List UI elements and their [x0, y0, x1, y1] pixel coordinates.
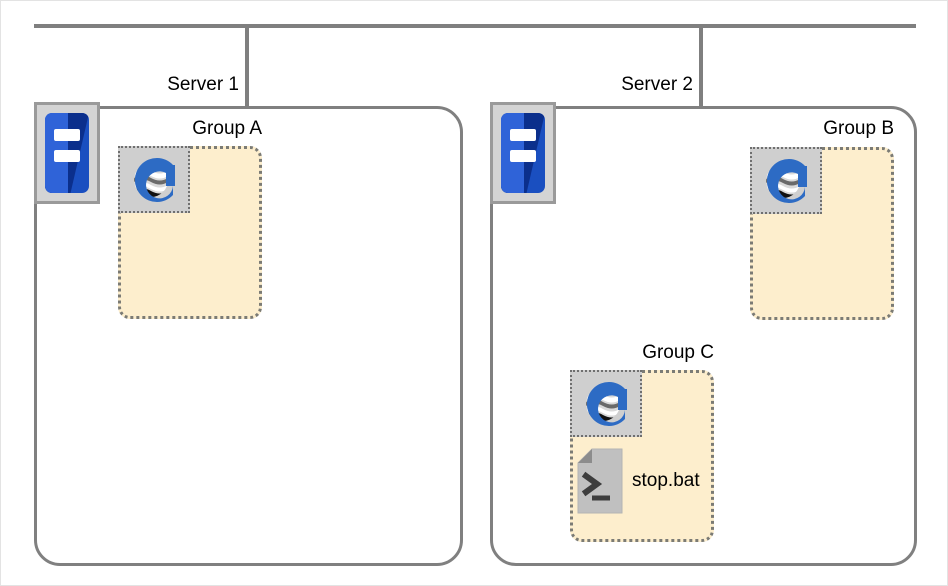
list-item[interactable]: stop.bat: [577, 448, 700, 514]
group-b-label: Group B: [823, 118, 894, 139]
server-2-label: Server 2: [621, 74, 693, 95]
server-icon-body: [45, 113, 89, 193]
batch-file-icon: [577, 448, 623, 514]
glassfish-icon[interactable]: [750, 147, 822, 214]
server-2-container[interactable]: [490, 106, 917, 566]
server-icon-bar-bottom: [510, 150, 536, 162]
network-drop-server-1: [245, 24, 249, 107]
glassfish-icon[interactable]: [570, 370, 642, 437]
server-icon[interactable]: [490, 102, 556, 204]
group-c-label: Group C: [642, 342, 714, 363]
server-icon-body: [501, 113, 545, 193]
server-icon-bar-top: [54, 129, 80, 141]
group-a-label: Group A: [192, 118, 262, 139]
server-icon-bar-top: [510, 129, 536, 141]
batch-file-label: stop.bat: [632, 470, 700, 491]
server-1-label: Server 1: [167, 74, 239, 95]
network-drop-server-2: [699, 24, 703, 107]
server-1-container[interactable]: [34, 106, 463, 566]
network-bus-line: [34, 24, 916, 28]
server-icon-bar-bottom: [54, 150, 80, 162]
glassfish-icon[interactable]: [118, 146, 190, 213]
server-icon[interactable]: [34, 102, 100, 204]
